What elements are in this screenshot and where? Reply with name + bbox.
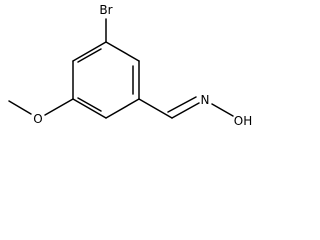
- bond-c5-methoxy-oxygen: [44, 98, 74, 116]
- ring-double-bond-inner-3: [77, 48, 102, 63]
- bond-ch-n-double-2: [167, 96, 197, 113]
- bond-oxygen-methyl: [8, 100, 32, 115]
- ring-bond-c6-c1: [72, 41, 107, 62]
- bromine-label: Br: [99, 3, 112, 17]
- oxime-nitrogen-label: N: [201, 93, 210, 107]
- ring-bond-c3-c4: [105, 98, 140, 119]
- ring-double-bond-inner-2: [77, 97, 102, 112]
- bond-ch-n-double-1: [171, 102, 200, 119]
- hydroxyl-label: OH: [234, 114, 252, 128]
- ring-bond-c4-c5: [72, 98, 107, 119]
- bond-n-oh: [211, 103, 234, 117]
- ring-bond-c1-c2: [105, 41, 140, 62]
- chemical-structure: Br O N OH: [8, 3, 252, 128]
- bond-c3-ch: [138, 98, 173, 119]
- methoxy-oxygen-label: O: [33, 112, 42, 126]
- benzene-ring: [72, 41, 140, 119]
